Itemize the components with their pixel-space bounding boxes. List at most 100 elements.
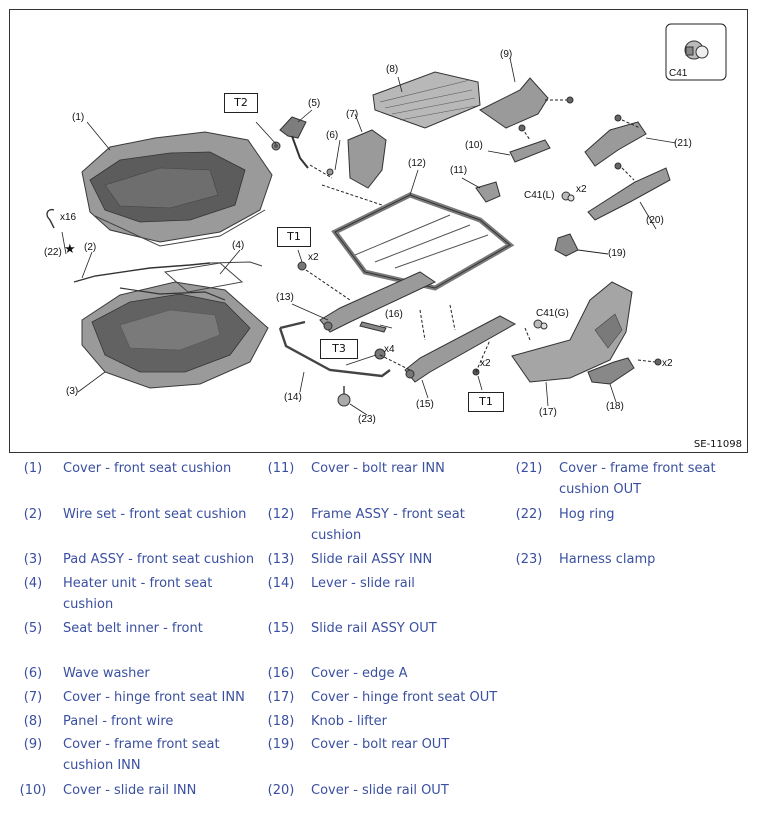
legend-item: (23)Harness clamp	[511, 549, 741, 593]
legend-number: (16)	[267, 666, 295, 681]
callout-8: (8)	[386, 64, 398, 75]
callout-23: (23)	[358, 414, 376, 425]
callout-2: (2)	[84, 242, 96, 253]
slide-rail-inn-part	[319, 271, 437, 333]
tightening-code-t3: T3	[320, 339, 358, 359]
legend-number: (5)	[23, 621, 43, 636]
tightening-code-t1-top: T1	[277, 227, 311, 247]
slide-rail-cover-out-part	[587, 167, 671, 221]
frame-cover-inn-part	[479, 77, 549, 129]
legend-text: Cover - slide rail INN	[63, 783, 197, 798]
legend-number: (13)	[267, 552, 295, 567]
exploded-parts-diagram: ★	[9, 9, 748, 453]
callout-11: (11)	[450, 165, 467, 176]
heater-unit-part	[163, 261, 263, 293]
legend-number: (8)	[23, 714, 43, 729]
callout-19: (19)	[608, 248, 626, 259]
callout-17: (17)	[539, 407, 557, 418]
callout-10: (10)	[465, 140, 483, 151]
legend-item: (18)Knob - lifter	[263, 711, 508, 755]
legend-text: Cover - front seat cushion	[63, 461, 232, 476]
legend-text: Cover - hinge front seat INN	[63, 690, 245, 705]
slide-rail-out-part	[404, 315, 517, 383]
callout-1: (1)	[72, 112, 84, 123]
wire-set-part	[73, 262, 211, 283]
legend-number: (9)	[23, 737, 43, 752]
legend-text: Harness clamp	[559, 552, 656, 567]
legend-text: Cover - hinge front seat OUT	[311, 690, 498, 705]
t2-nut	[274, 144, 278, 148]
star-mark: ★	[64, 241, 76, 256]
callout-9: (9)	[500, 49, 512, 60]
legend-number: (2)	[23, 507, 43, 522]
callout-20: (20)	[646, 215, 664, 226]
legend-number: (1)	[23, 461, 43, 476]
legend-item: (1) Cover - front seat cushion	[15, 458, 260, 502]
legend-number: (6)	[23, 666, 43, 681]
bolt-cover-rear-inn-part	[475, 181, 501, 203]
legend-number: (7)	[23, 690, 43, 705]
legend-text: Hog ring	[559, 507, 615, 522]
legend-text: Wire set - front seat cushion	[63, 507, 247, 522]
qty-t1-top: x2	[308, 252, 319, 263]
legend-text: Cover - frame front seat cushion INN	[63, 737, 220, 773]
hog-ring-part	[46, 208, 55, 229]
tightening-code-t1-bottom: T1	[468, 392, 504, 412]
qty-c41-l: x2	[576, 184, 587, 195]
legend-item: (10) Cover - slide rail INN	[15, 780, 260, 824]
legend-item: (8)Panel - front wire	[15, 711, 260, 755]
legend-text: Heater unit - front seat cushion	[63, 576, 213, 612]
legend-number: (10)	[19, 783, 47, 798]
legend-number: (22)	[515, 507, 543, 522]
legend-item: (7) Cover - hinge front seat INN	[15, 687, 260, 731]
harness-clamp-part	[337, 386, 351, 407]
hinge-cover-out-part	[511, 281, 633, 383]
legend-number: (4)	[23, 576, 43, 591]
callout-21: (21)	[674, 138, 692, 149]
legend-text: Slide rail ASSY INN	[311, 552, 433, 567]
hinge-cover-inn-part	[347, 129, 387, 189]
callout-15: (15)	[416, 399, 434, 410]
panel-front-wire-part	[372, 71, 481, 129]
legend-item: (20)Cover - slide rail OUT	[263, 780, 508, 824]
label-c41-l: C41(L)	[524, 190, 555, 201]
legend-item: (5) Seat belt inner - front	[15, 618, 260, 662]
legend-text: Cover - bolt rear INN	[311, 461, 445, 476]
legend-item: (9) Cover - frame front seat cushion INN	[15, 734, 260, 778]
legend-item: (17) Cover - hinge front seat OUT	[263, 687, 508, 731]
legend-text: Cover - bolt rear OUT	[311, 737, 450, 752]
seat-belt-inner-part	[271, 116, 309, 169]
legend-item: (12) Frame ASSY - front seat cushion	[263, 504, 508, 548]
legend-item: (22) Hog ring	[511, 504, 741, 548]
qty-t3: x4	[384, 344, 395, 355]
callout-12: (12)	[408, 158, 426, 169]
legend-number: (12)	[267, 507, 295, 522]
legend-number: (15)	[267, 621, 295, 636]
legend-text: Frame ASSY - front seat cushion	[311, 507, 465, 543]
callout-4: (4)	[232, 240, 244, 251]
legend-item: (3)Pad ASSY - front seat cushion	[15, 549, 260, 593]
c41-clip-part-left	[561, 191, 575, 202]
legend-item: (2) Wire set - front seat cushion	[15, 504, 260, 548]
legend-item: (19)Cover - bolt rear OUT	[263, 734, 508, 778]
label-c41-g: C41(G)	[536, 308, 569, 319]
legend-text: Seat belt inner - front	[63, 621, 203, 636]
callout-5: (5)	[308, 98, 320, 109]
frame-cover-out-part	[584, 121, 647, 167]
assembly-guide-lines	[305, 184, 531, 373]
callout-18: (18)	[606, 401, 624, 412]
legend-text: Pad ASSY - front seat cushion	[63, 552, 255, 567]
callout-16: (16)	[385, 309, 403, 320]
edge-cover-a-part	[359, 321, 387, 333]
legend-text: Knob - lifter	[311, 714, 387, 729]
figure-id: SE-11098	[693, 439, 742, 450]
legend-text: Slide rail ASSY OUT	[311, 621, 437, 636]
legend-text: Cover - edge A	[311, 666, 408, 681]
legend-item: (21)Cover - frame front seat cushion OUT	[511, 458, 741, 502]
legend-item: (11)Cover - bolt rear INN	[263, 458, 508, 502]
legend-number: (17)	[267, 690, 295, 705]
c41-reference-box	[665, 23, 727, 81]
legend-text: Wave washer	[63, 666, 150, 681]
callout-3: (3)	[66, 386, 78, 397]
diagram-drawing: ★	[44, 23, 727, 425]
